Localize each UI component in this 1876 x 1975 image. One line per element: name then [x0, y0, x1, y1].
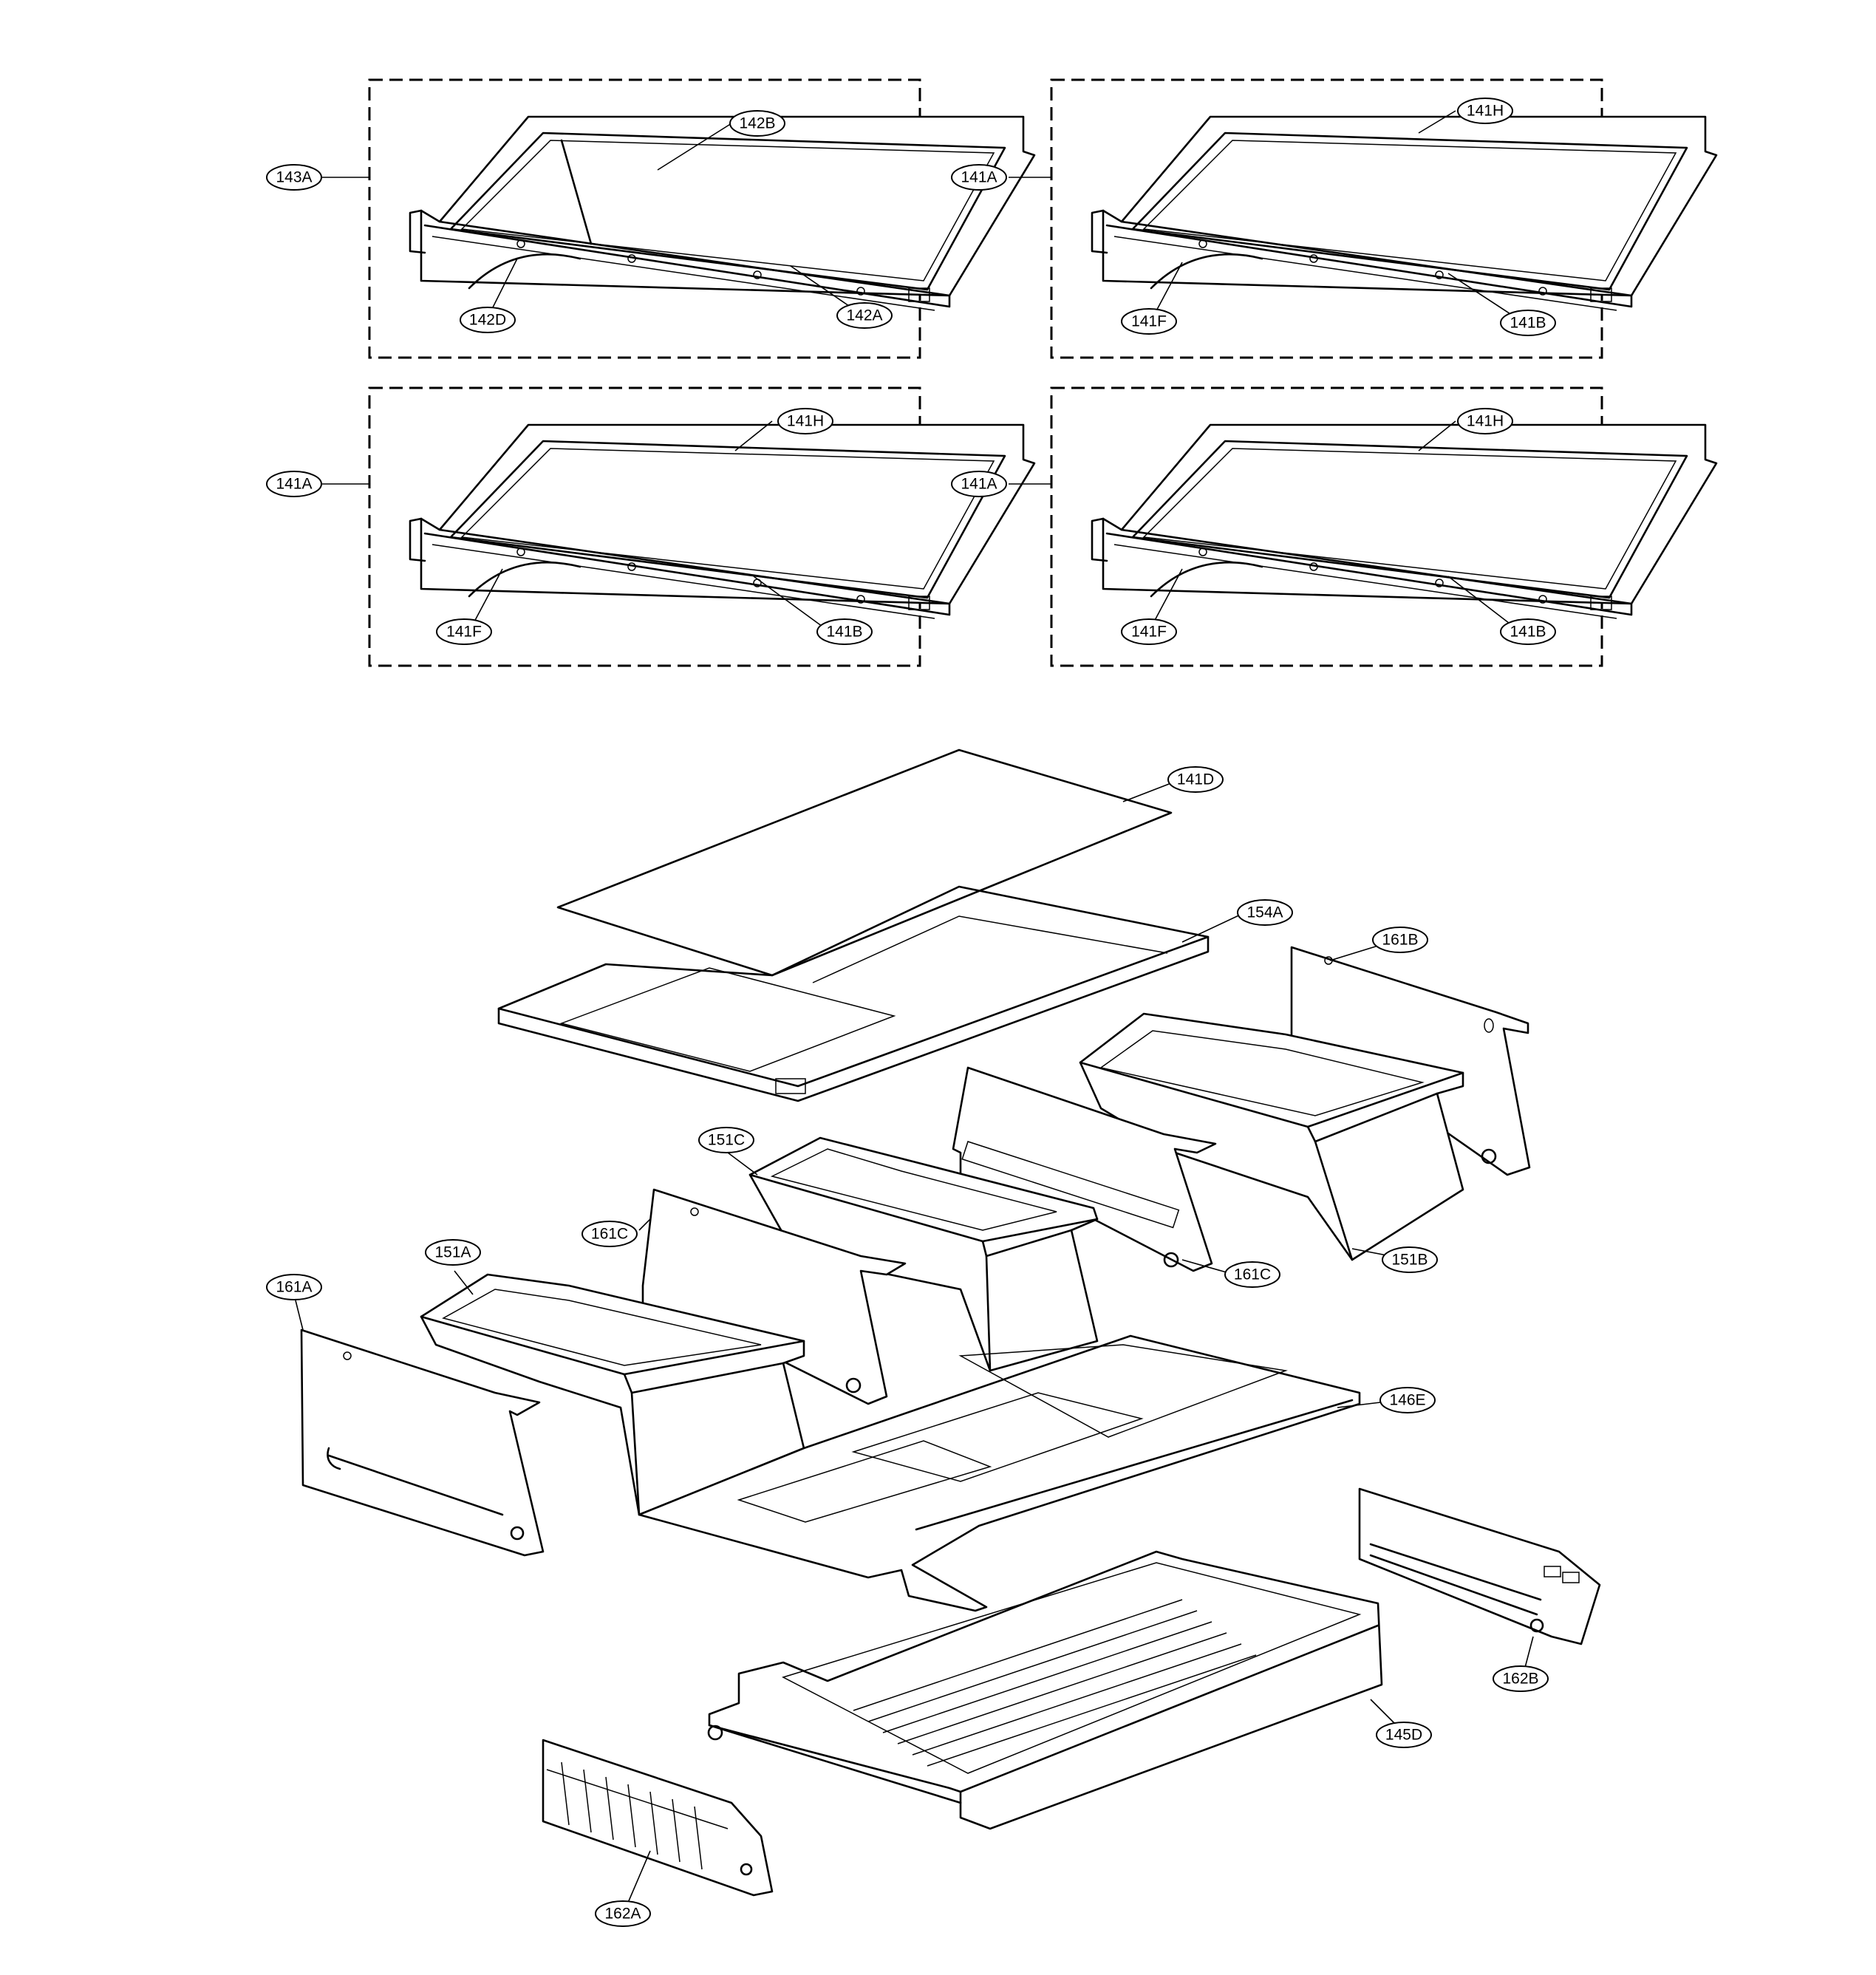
callout-label: 141F	[1131, 624, 1167, 641]
callout-151A: 151A	[425, 1239, 481, 1266]
callout-161A: 161A	[266, 1274, 322, 1300]
callout-label: 141B	[826, 624, 862, 641]
freezer-drawer-145D	[707, 1550, 1405, 1830]
shelf-assembly-141A-1	[1009, 78, 1718, 359]
callout-label: 141F	[446, 624, 482, 641]
callout-141B: 141B	[1500, 310, 1556, 336]
callout-label: 141D	[1177, 771, 1214, 788]
callout-141A: 141A	[266, 471, 322, 497]
callout-label: 141B	[1510, 315, 1546, 332]
callout-label: 143A	[276, 169, 312, 186]
callout-161C: 161C	[581, 1221, 638, 1247]
callout-141H: 141H	[777, 408, 833, 434]
callout-label: 141B	[1510, 624, 1546, 641]
shelf-assembly-141A-2	[321, 386, 1036, 667]
shelf-assembly-141A-3	[1009, 386, 1718, 667]
callout-141B: 141B	[816, 618, 873, 645]
callout-label: 141A	[276, 476, 312, 493]
callout-label: 162B	[1502, 1671, 1538, 1688]
callout-142A: 142A	[836, 302, 893, 329]
callout-label: 141A	[961, 169, 997, 186]
callout-161B: 161B	[1372, 927, 1428, 953]
rail-162B	[1358, 1487, 1601, 1679]
callout-label: 161C	[1234, 1266, 1271, 1283]
callout-label: 141H	[787, 413, 824, 430]
rail-162A	[542, 1739, 774, 1903]
callout-label: 162A	[604, 1906, 641, 1923]
callout-151C: 151C	[698, 1127, 754, 1153]
crisper-drawer-151C	[727, 1136, 1099, 1372]
callout-141B: 141B	[1500, 618, 1556, 645]
callout-label: 141A	[961, 476, 997, 493]
crisper-cover-154A	[497, 885, 1246, 1102]
shelf-assembly-143A	[321, 78, 1036, 359]
callout-154A: 154A	[1237, 899, 1293, 926]
callout-142D: 142D	[460, 307, 516, 333]
callout-162A: 162A	[595, 1900, 651, 1927]
callout-141F: 141F	[1121, 618, 1177, 645]
crisper-drawer-151A	[420, 1270, 805, 1516]
callout-143A: 143A	[266, 164, 322, 191]
callout-label: 161B	[1382, 932, 1418, 949]
callout-label: 161A	[276, 1279, 312, 1296]
callout-141A: 141A	[951, 164, 1007, 191]
shelf-base-146E	[638, 1334, 1381, 1612]
callout-161C: 161C	[1224, 1261, 1280, 1288]
callout-162B: 162B	[1493, 1665, 1549, 1692]
callout-label: 151A	[434, 1244, 471, 1261]
callout-label: 141F	[1131, 313, 1167, 330]
callout-label: 142A	[846, 307, 882, 324]
divider-161C-upper	[952, 1066, 1227, 1273]
callout-label: 146E	[1389, 1392, 1425, 1409]
callout-142B: 142B	[729, 110, 785, 137]
callout-141H: 141H	[1457, 98, 1513, 124]
callout-141H: 141H	[1457, 408, 1513, 434]
glass-sheet-141D	[556, 748, 1176, 977]
callout-141D: 141D	[1167, 766, 1224, 793]
callout-145D: 145D	[1376, 1722, 1432, 1748]
crisper-drawer-151B	[1079, 1012, 1464, 1261]
callout-label: 141H	[1467, 413, 1504, 430]
callout-label: 145D	[1385, 1727, 1422, 1744]
callout-label: 141H	[1467, 103, 1504, 120]
callout-label: 142D	[469, 312, 506, 329]
callout-151B: 151B	[1382, 1246, 1438, 1273]
callout-label: 142B	[739, 115, 775, 132]
divider-161A	[295, 1300, 545, 1557]
callout-141F: 141F	[436, 618, 492, 645]
callout-label: 161C	[591, 1226, 628, 1243]
callout-141F: 141F	[1121, 308, 1177, 335]
callout-label: 151B	[1391, 1252, 1428, 1269]
callout-label: 151C	[708, 1132, 745, 1149]
callout-146E: 146E	[1379, 1387, 1436, 1413]
callout-label: 154A	[1246, 904, 1283, 921]
callout-141A: 141A	[951, 471, 1007, 497]
